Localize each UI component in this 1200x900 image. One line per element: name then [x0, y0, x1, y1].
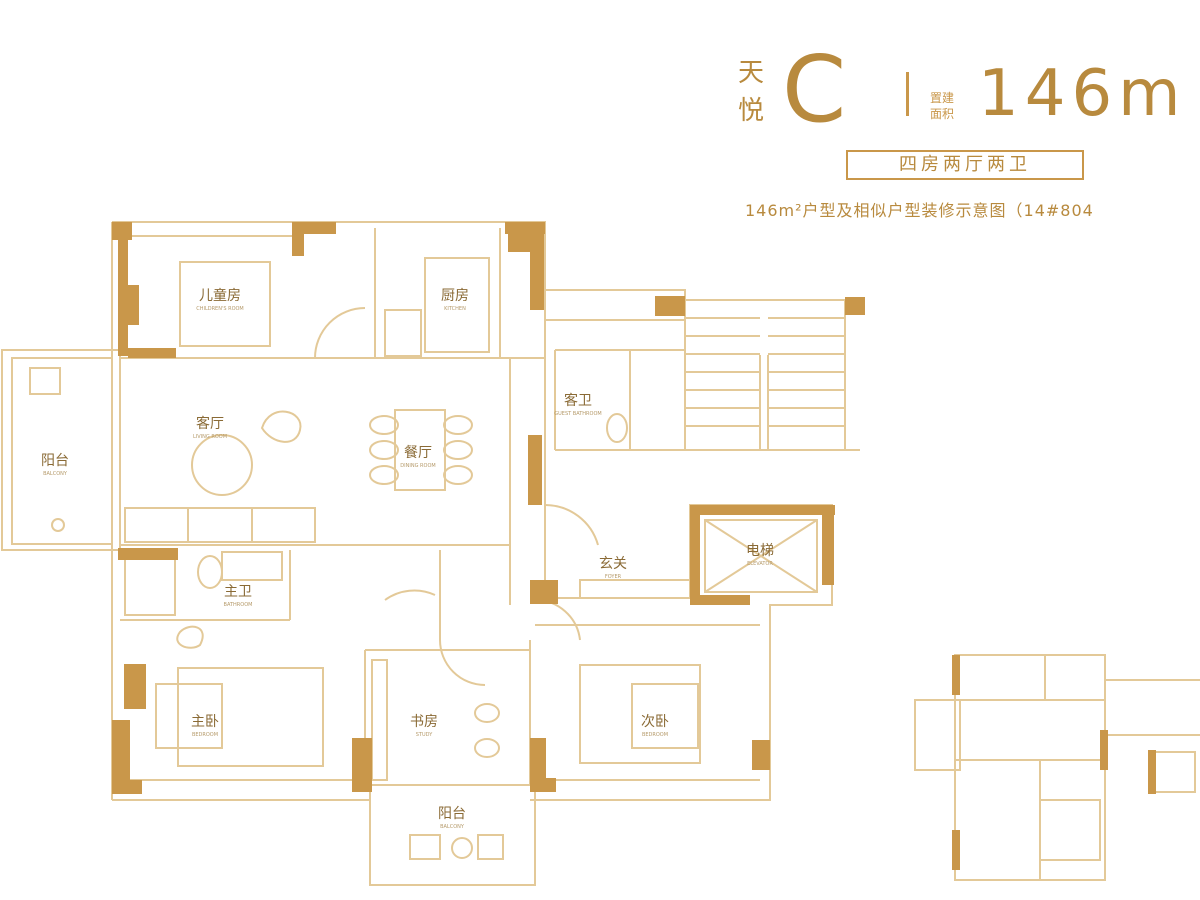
room-study-name: 书房 — [410, 714, 438, 730]
room-elevator-name: 电梯 — [746, 543, 774, 559]
room-elevator: 电梯 ELEVATOR — [746, 543, 774, 567]
plan-header: 天 悦 C 置建 面积 146m 四房两厅两卫 146m²户型及相似户型装修示意… — [0, 0, 1200, 240]
room-dining-name: 餐厅 — [404, 445, 432, 461]
room-dining-en: DINING ROOM — [400, 463, 435, 469]
room-living-name: 客厅 — [196, 415, 224, 432]
mini-keyplan-walls — [952, 655, 1156, 870]
room-living: 客厅 LIVING ROOM — [193, 415, 227, 440]
room-foyer-en: FOYER — [605, 574, 622, 580]
room-study: 书房 STUDY — [410, 714, 438, 738]
room-west-balcony-en: BALCONY — [43, 471, 68, 477]
brand-char-bottom: 悦 — [738, 96, 765, 126]
room-master-bath-name: 主卫 — [224, 584, 252, 600]
room-kitchen-en: KITCHEN — [444, 306, 466, 312]
room-living-en: LIVING ROOM — [193, 434, 227, 440]
area-label-bottom: 面积 — [930, 107, 955, 121]
room-kitchen-name: 厨房 — [441, 288, 469, 304]
room-study-en: STUDY — [416, 732, 433, 738]
room-guest-bath: 客卫 GUEST BATHROOM — [554, 392, 601, 417]
plan-thin-lines — [1, 221, 860, 886]
plan-caption: 146m²户型及相似户型装修示意图（14#804 — [745, 201, 1094, 220]
room-master-bath: 主卫 BATHROOM — [224, 584, 253, 608]
room-guest-bath-en: GUEST BATHROOM — [554, 411, 601, 417]
room-second-bedroom-en: BEDROOM — [642, 732, 668, 738]
room-foyer-name: 玄关 — [599, 555, 627, 572]
room-master-bedroom-name: 主卧 — [191, 714, 219, 730]
room-south-balcony-en: BALCONY — [440, 824, 465, 830]
room-second-bedroom-name: 次卧 — [641, 714, 669, 730]
room-dining: 餐厅 DINING ROOM — [400, 445, 435, 469]
area-value: 146m — [978, 57, 1187, 131]
room-master-bedroom: 主卧 BEDROOM — [191, 714, 219, 738]
room-south-balcony-name: 阳台 — [438, 806, 466, 822]
title-divider — [906, 72, 909, 116]
area-label-top: 置建 — [930, 91, 955, 105]
room-west-balcony: 阳台 BALCONY — [41, 453, 69, 477]
room-guest-bath-name: 客卫 — [564, 392, 592, 409]
room-master-bedroom-en: BEDROOM — [192, 732, 218, 738]
room-foyer: 玄关 FOYER — [599, 555, 627, 580]
layout-badge: 四房两厅两卫 — [846, 150, 1084, 180]
room-west-balcony-name: 阳台 — [41, 453, 69, 469]
room-elevator-en: ELEVATOR — [747, 561, 773, 567]
room-second-bedroom: 次卧 BEDROOM — [641, 714, 669, 738]
room-kids-name: 儿童房 — [199, 287, 241, 304]
room-kids: 儿童房 CHILDREN'S ROOM — [196, 287, 244, 312]
plan-thick-walls — [112, 222, 865, 794]
room-south-balcony: 阳台 BALCONY — [438, 806, 466, 830]
room-kids-en: CHILDREN'S ROOM — [196, 306, 244, 312]
brand-char-top: 天 — [738, 58, 765, 88]
room-kitchen: 厨房 KITCHEN — [441, 288, 469, 312]
room-labels: 儿童房 CHILDREN'S ROOM 厨房 KITCHEN 客卫 GUEST … — [41, 287, 774, 830]
room-master-bath-en: BATHROOM — [224, 602, 253, 608]
unit-type-letter: C — [782, 36, 847, 143]
